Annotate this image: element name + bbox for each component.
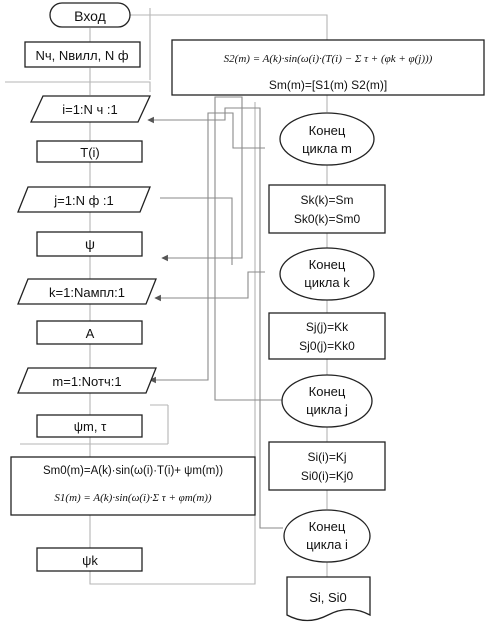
loop-k-label: k=1:Nампл:1 xyxy=(49,285,125,300)
psi-block: ψ xyxy=(36,231,143,257)
psi-label: ψ xyxy=(85,236,95,252)
end-loop-j: Конец цикла j xyxy=(281,374,373,428)
connector-lines xyxy=(5,8,328,585)
sj-block: Sj(j)=Kk Sj0(j)=Kk0 xyxy=(268,312,386,360)
a-block: A xyxy=(36,320,143,345)
end-loop-i: Конец цикла i xyxy=(283,509,371,563)
end-loop-m: Конец цикла m xyxy=(279,112,375,166)
si-line2: Si0(i)=Kj0 xyxy=(301,469,354,483)
end-loop-k: Конец цикла k xyxy=(279,247,375,301)
sj-line2: Sj0(j)=Kk0 xyxy=(299,339,355,353)
end-m-line1: Конец xyxy=(309,123,346,138)
signal-s1-block: Sm0(m)=A(k)·sin(ω(i)·T(i)+ ψm(m)) S1(m) … xyxy=(10,456,256,516)
si-line1: Si(i)=Kj xyxy=(307,450,346,464)
sj-line1: Sj(j)=Kk xyxy=(306,320,349,334)
loop-m-label: m=1:Nотч:1 xyxy=(52,374,121,389)
end-j-line2: цикла j xyxy=(306,402,348,417)
si-block: Si(i)=Kj Si0(i)=Kj0 xyxy=(268,441,386,491)
psi-m-tau-block: ψm, τ xyxy=(36,414,143,438)
sk-line1: Sk(k)=Sm xyxy=(300,193,353,207)
end-m-line2: цикла m xyxy=(302,141,352,156)
sk-block: Sk(k)=Sm Sk0(k)=Sm0 xyxy=(268,184,386,234)
t-i-block: T(i) xyxy=(36,140,143,163)
psi-k-block: ψk xyxy=(36,547,143,572)
start-terminal: Вход xyxy=(49,2,131,28)
loop-m-block: m=1:Nотч:1 xyxy=(17,367,157,394)
end-k-line1: Конец xyxy=(309,257,346,272)
end-i-line1: Конец xyxy=(309,519,346,534)
loop-j-block: j=1:N ф :1 xyxy=(17,186,151,213)
loop-k-block: k=1:Nампл:1 xyxy=(17,278,157,305)
output-label: Si, Si0 xyxy=(309,590,347,605)
s2-formula: S2(m) = A(k)·sin(ω(i)·(T(i) − Σ τ + (φk … xyxy=(224,53,433,65)
sk-line2: Sk0(k)=Sm0 xyxy=(294,212,361,226)
psi-k-label: ψk xyxy=(82,553,98,568)
a-label: A xyxy=(86,326,95,341)
loop-j-label: j=1:N ф :1 xyxy=(53,193,113,208)
loop-i-block: i=1:N ч :1 xyxy=(29,95,152,123)
psi-m-tau-label: ψm, τ xyxy=(74,419,107,434)
loop-i-label: i=1:N ч :1 xyxy=(62,102,118,117)
inputs-label: Nч, Nвилл, N ф xyxy=(35,48,128,63)
end-k-line2: цикла k xyxy=(304,275,350,290)
s1-formula: S1(m) = A(k)·sin(ω(i)·Σ τ + φm(m)) xyxy=(54,492,212,504)
start-label: Вход xyxy=(74,8,106,24)
sm0-formula: Sm0(m)=A(k)·sin(ω(i)·T(i)+ ψm(m)) xyxy=(43,465,223,477)
end-i-line2: цикла i xyxy=(306,537,348,552)
inputs-block: Nч, Nвилл, N ф xyxy=(24,41,141,68)
output-document: Si, Si0 xyxy=(286,576,371,622)
end-j-line1: Конец xyxy=(309,384,346,399)
loop-back-arrows xyxy=(147,96,285,529)
sm-formula: Sm(m)=[S1(m) S2(m)] xyxy=(269,78,387,92)
t-i-label: T(i) xyxy=(80,145,100,160)
signal-s2-block: S2(m) = A(k)·sin(ω(i)·(T(i) − Σ τ + (φk … xyxy=(171,39,485,96)
